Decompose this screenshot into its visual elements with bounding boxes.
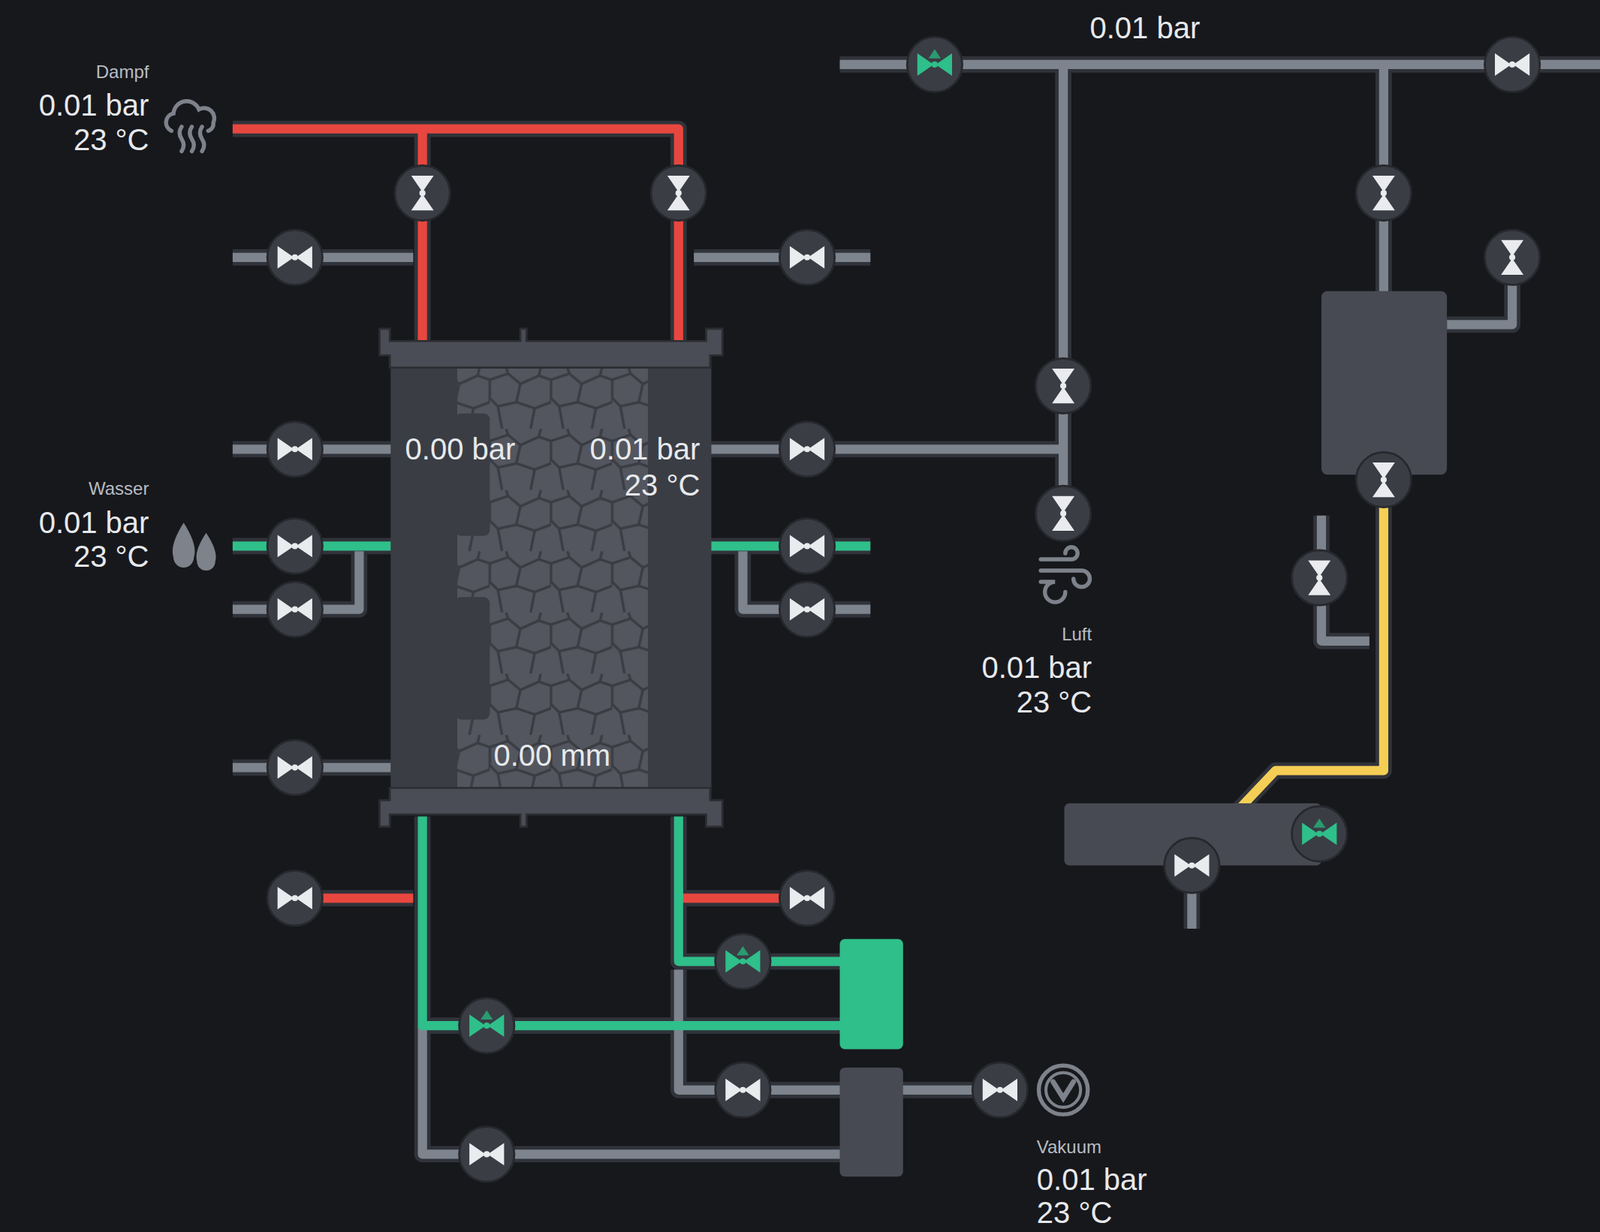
valve bbox=[779, 229, 835, 285]
top-flange bbox=[379, 328, 724, 368]
valve bbox=[779, 421, 835, 477]
value-readout: 23 °C bbox=[624, 470, 701, 501]
valve-open bbox=[906, 36, 962, 92]
value-readout: 23 °C bbox=[73, 541, 150, 572]
value-readout: 0.01 bar bbox=[1036, 1164, 1148, 1195]
value-readout: 23 °C bbox=[1036, 1197, 1113, 1228]
vessel bbox=[379, 328, 724, 827]
vessel-jacket bbox=[647, 365, 712, 793]
valve bbox=[1484, 229, 1540, 285]
value-readout: 0.01 bar bbox=[590, 433, 701, 465]
valve-open bbox=[459, 997, 515, 1053]
valve bbox=[267, 421, 323, 477]
valve bbox=[267, 229, 323, 285]
jacket-bump bbox=[454, 596, 490, 720]
valve bbox=[1292, 550, 1347, 606]
value-readout: 0.01 bar bbox=[39, 507, 150, 538]
pipe-outline bbox=[232, 129, 807, 899]
vacuum-pump-icon bbox=[1045, 1072, 1081, 1108]
valve bbox=[1355, 165, 1411, 220]
pipe-outline bbox=[232, 64, 1600, 1155]
value-readout: 23 °C bbox=[73, 124, 150, 155]
valve bbox=[715, 1062, 771, 1118]
valve bbox=[1035, 358, 1091, 413]
valve-open bbox=[715, 934, 771, 989]
valve bbox=[267, 740, 323, 796]
vacuum-tank bbox=[840, 1067, 904, 1177]
steam-pipe bbox=[232, 129, 807, 899]
value-readout: 0.01 bar bbox=[39, 90, 150, 121]
valve bbox=[1355, 451, 1411, 507]
valve bbox=[972, 1062, 1028, 1118]
icons bbox=[165, 101, 1090, 1115]
vacuum-pump-icon bbox=[1053, 1081, 1074, 1099]
jacket-bump bbox=[454, 413, 490, 537]
air-pipe bbox=[232, 64, 1600, 1155]
pipes bbox=[232, 64, 1600, 1155]
medium-label: Dampf bbox=[96, 63, 150, 82]
valve bbox=[779, 518, 835, 574]
value-readout: 23 °C bbox=[1016, 687, 1093, 718]
valve-open bbox=[1292, 806, 1347, 862]
valves bbox=[267, 36, 1540, 1182]
air-icon bbox=[1040, 547, 1090, 603]
valve bbox=[779, 870, 835, 926]
water-icon bbox=[195, 533, 216, 571]
valve bbox=[1035, 485, 1091, 541]
value-readout: 0.01 bar bbox=[981, 652, 1092, 683]
vacuum-pump-icon bbox=[1039, 1065, 1088, 1115]
valve bbox=[650, 165, 706, 220]
water-tank bbox=[840, 939, 904, 1050]
valve bbox=[394, 165, 450, 220]
steam-icon bbox=[179, 126, 205, 152]
vessel-body bbox=[391, 352, 712, 807]
tank bbox=[1321, 291, 1447, 476]
valve bbox=[1164, 837, 1220, 893]
valve bbox=[1484, 36, 1540, 92]
value-readout: 0.01 bar bbox=[1089, 12, 1200, 43]
valve bbox=[267, 870, 323, 926]
product-pipe bbox=[1239, 479, 1384, 809]
water-icon bbox=[172, 522, 196, 568]
tanks bbox=[840, 291, 1448, 1178]
valve bbox=[459, 1126, 515, 1182]
valve bbox=[779, 581, 835, 637]
bottom-flange bbox=[379, 788, 724, 828]
medium-label: Luft bbox=[1061, 625, 1092, 644]
value-readout: 0.00 mm bbox=[493, 740, 611, 771]
value-readout: 0.00 bar bbox=[405, 433, 516, 465]
medium-label: Vakuum bbox=[1036, 1138, 1102, 1157]
valve bbox=[267, 581, 323, 637]
vessel-jacket bbox=[391, 365, 458, 793]
valve bbox=[267, 518, 323, 574]
vessel-readout: 0.00 bar 0.01 bar 23 °C 0.00 mm bbox=[391, 328, 724, 827]
pipe-outline bbox=[232, 64, 1600, 1155]
medium-label: Wasser bbox=[88, 479, 149, 498]
